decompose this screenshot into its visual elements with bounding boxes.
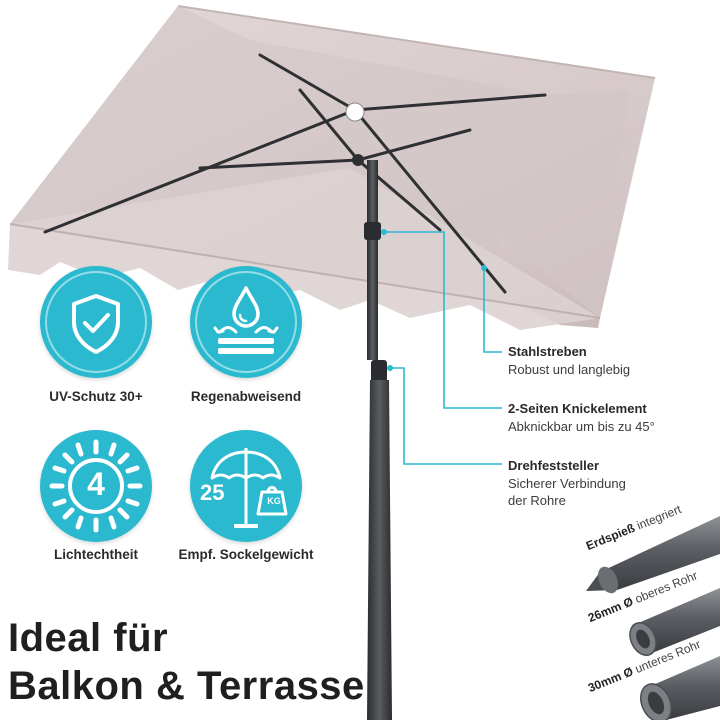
callout-desc-knickelement: Abknickbar um bis zu 45° — [508, 419, 655, 434]
umbrella-lock-joint — [371, 360, 387, 382]
headline-line-2: Balkon & Terrasse — [8, 664, 365, 708]
callout-line-drehfeststeller — [390, 367, 502, 465]
base-weight-value: 25 — [200, 480, 225, 505]
callout-desc-drehfeststeller-2: der Rohre — [508, 493, 566, 508]
umbrella-tilt-joint — [364, 222, 381, 240]
callout-line-stahlstreben — [483, 268, 502, 353]
pipe-ground-spike — [586, 516, 720, 594]
feature-label-rain: Regenabweisend — [190, 389, 302, 404]
umbrella-weight-icon: 25 KG — [190, 430, 302, 542]
base-weight-unit: KG — [267, 496, 281, 506]
callout-title-knickelement: 2-Seiten Knickelement — [508, 401, 647, 416]
umbrella-pole-lower — [367, 380, 392, 720]
canopy-flap-left — [8, 168, 600, 330]
pipe-upper — [629, 588, 720, 656]
feature-label-weight: Empf. Sockelgewicht — [178, 547, 314, 562]
feature-label-uv: UV-Schutz 30+ — [49, 389, 143, 404]
shield-check-icon — [40, 266, 152, 378]
callout-line-knickelement — [384, 231, 502, 409]
lightfastness-value: 4 — [87, 466, 105, 502]
feature-label-light: Lichtechtheit — [53, 547, 138, 562]
umbrella-pole-upper — [367, 160, 378, 360]
callout-desc-drehfeststeller-1: Sicherer Verbindung — [508, 476, 626, 491]
water-repellent-icon — [190, 266, 302, 378]
headline-line-1: Ideal für — [8, 616, 169, 660]
callout-title-stahlstreben: Stahlstreben — [508, 344, 587, 359]
sun-4-icon: 4 — [40, 430, 152, 542]
callout-desc-stahlstreben: Robust und langlebig — [508, 362, 631, 377]
pipe-lower — [640, 656, 720, 720]
callout-title-drehfeststeller: Drehfeststeller — [508, 458, 600, 473]
